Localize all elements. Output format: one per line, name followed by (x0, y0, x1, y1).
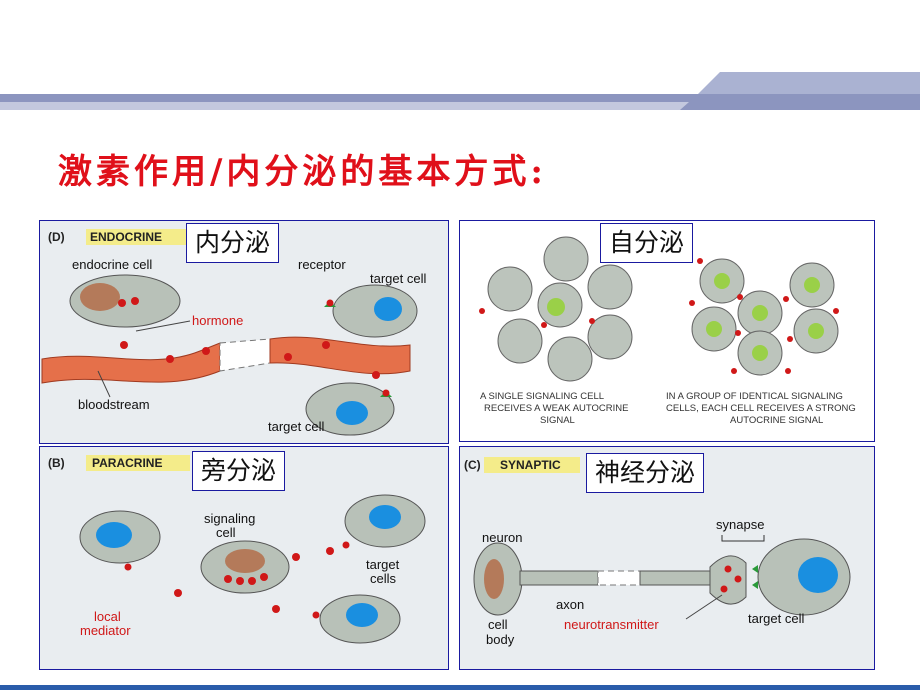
axon-text: axon (556, 597, 584, 612)
axon-terminal (709, 555, 747, 605)
paracrine-diagram: (B) PARACRINE signaling cell target cell… (48, 455, 426, 644)
endocrine-tag-letter: (D) (48, 230, 65, 244)
autocrine-cell (543, 236, 589, 282)
autocrine-diagram: A SINGLE SIGNALING CELL RECEIVES A WEAK … (479, 236, 856, 426)
autocrine-panel: A SINGLE SIGNALING CELL RECEIVES A WEAK … (459, 220, 875, 442)
bloodstream-text: bloodstream (78, 397, 150, 412)
endocrine-diagram: (D) ENDOCRINE endocrine cell receptor ta… (41, 229, 426, 436)
target-cell-bottom-text: target cell (268, 419, 324, 434)
local-mediator-text-1: local (94, 609, 121, 624)
endocrine-tag-box (86, 229, 186, 245)
autocrine-caption-left-1: A SINGLE SIGNALING CELL (480, 391, 604, 402)
paracrine-tag: PARACRINE (92, 456, 162, 470)
header-band-dark (0, 94, 920, 102)
local-mediator-text-2: mediator (80, 623, 131, 638)
synaptic-target-cell-text: target cell (748, 611, 804, 626)
target-cell-top-text: target cell (370, 271, 426, 286)
synaptic-panel: (C) SYNAPTIC neuron synapse axon cell bo… (459, 446, 875, 670)
synaptic-tag: SYNAPTIC (500, 458, 561, 472)
autocrine-caption-right-2: CELLS, EACH CELL RECEIVES A STRONG (666, 403, 856, 414)
synaptic-label: 神经分泌 (586, 453, 705, 493)
paracrine-tag-letter: (B) (48, 456, 65, 470)
endocrine-cell-text: endocrine cell (72, 257, 152, 272)
axon (519, 570, 599, 586)
synaptic-tag-letter: (C) (464, 458, 481, 472)
autocrine-cell (497, 318, 543, 364)
header-band-light (0, 102, 920, 110)
target-cells-text-2: cells (370, 571, 397, 586)
autocrine-caption-right-3: AUTOCRINE SIGNAL (730, 415, 823, 426)
endocrine-nucleus (80, 283, 120, 311)
synaptic-tag-box (484, 457, 580, 473)
neuron-text: neuron (482, 530, 522, 545)
synaptic-diagram: (C) SYNAPTIC neuron synapse axon cell bo… (464, 457, 851, 647)
autocrine-caption-right-1: IN A GROUP OF IDENTICAL SIGNALING (666, 391, 843, 402)
paracrine-label: 旁分泌 (192, 451, 286, 491)
autocrine-cell (587, 314, 633, 360)
bloodstream-gap (219, 338, 271, 372)
signaling-cell-text-1: signaling (204, 511, 255, 526)
neurotransmitter-text: neurotransmitter (564, 617, 659, 632)
endocrine-label: 内分泌 (186, 223, 280, 263)
receptor-text: receptor (298, 257, 346, 272)
bloodstream-vessel-left (41, 342, 221, 384)
hormone-text: hormone (192, 313, 243, 328)
autocrine-caption-left-3: SIGNAL (540, 415, 575, 426)
target-cells-text-1: target (366, 557, 400, 572)
bottom-bar (0, 685, 920, 690)
target-nucleus-top (374, 297, 402, 321)
synapse-text: synapse (716, 517, 764, 532)
bloodstream-vessel-right (269, 336, 411, 375)
cell-body-text-2: body (486, 632, 515, 647)
cell-body-text-1: cell (488, 617, 508, 632)
paracrine-tag-box (86, 455, 190, 471)
signaling-cell-text-2: cell (216, 525, 236, 540)
autocrine-cell (487, 266, 533, 312)
paracrine-panel: (B) PARACRINE signaling cell target cell… (39, 446, 449, 670)
autocrine-cell (587, 264, 633, 310)
target-nucleus-bottom (336, 401, 368, 425)
autocrine-label: 自分泌 (600, 223, 694, 263)
header-corner-decoration (680, 72, 920, 110)
autocrine-cell (547, 336, 593, 382)
endocrine-panel: (D) ENDOCRINE endocrine cell receptor ta… (39, 220, 449, 444)
page-title: 激素作用/内分泌的基本方式: (58, 152, 547, 192)
autocrine-caption-left-2: RECEIVES A WEAK AUTOCRINE (484, 403, 628, 414)
endocrine-tag: ENDOCRINE (90, 230, 162, 244)
